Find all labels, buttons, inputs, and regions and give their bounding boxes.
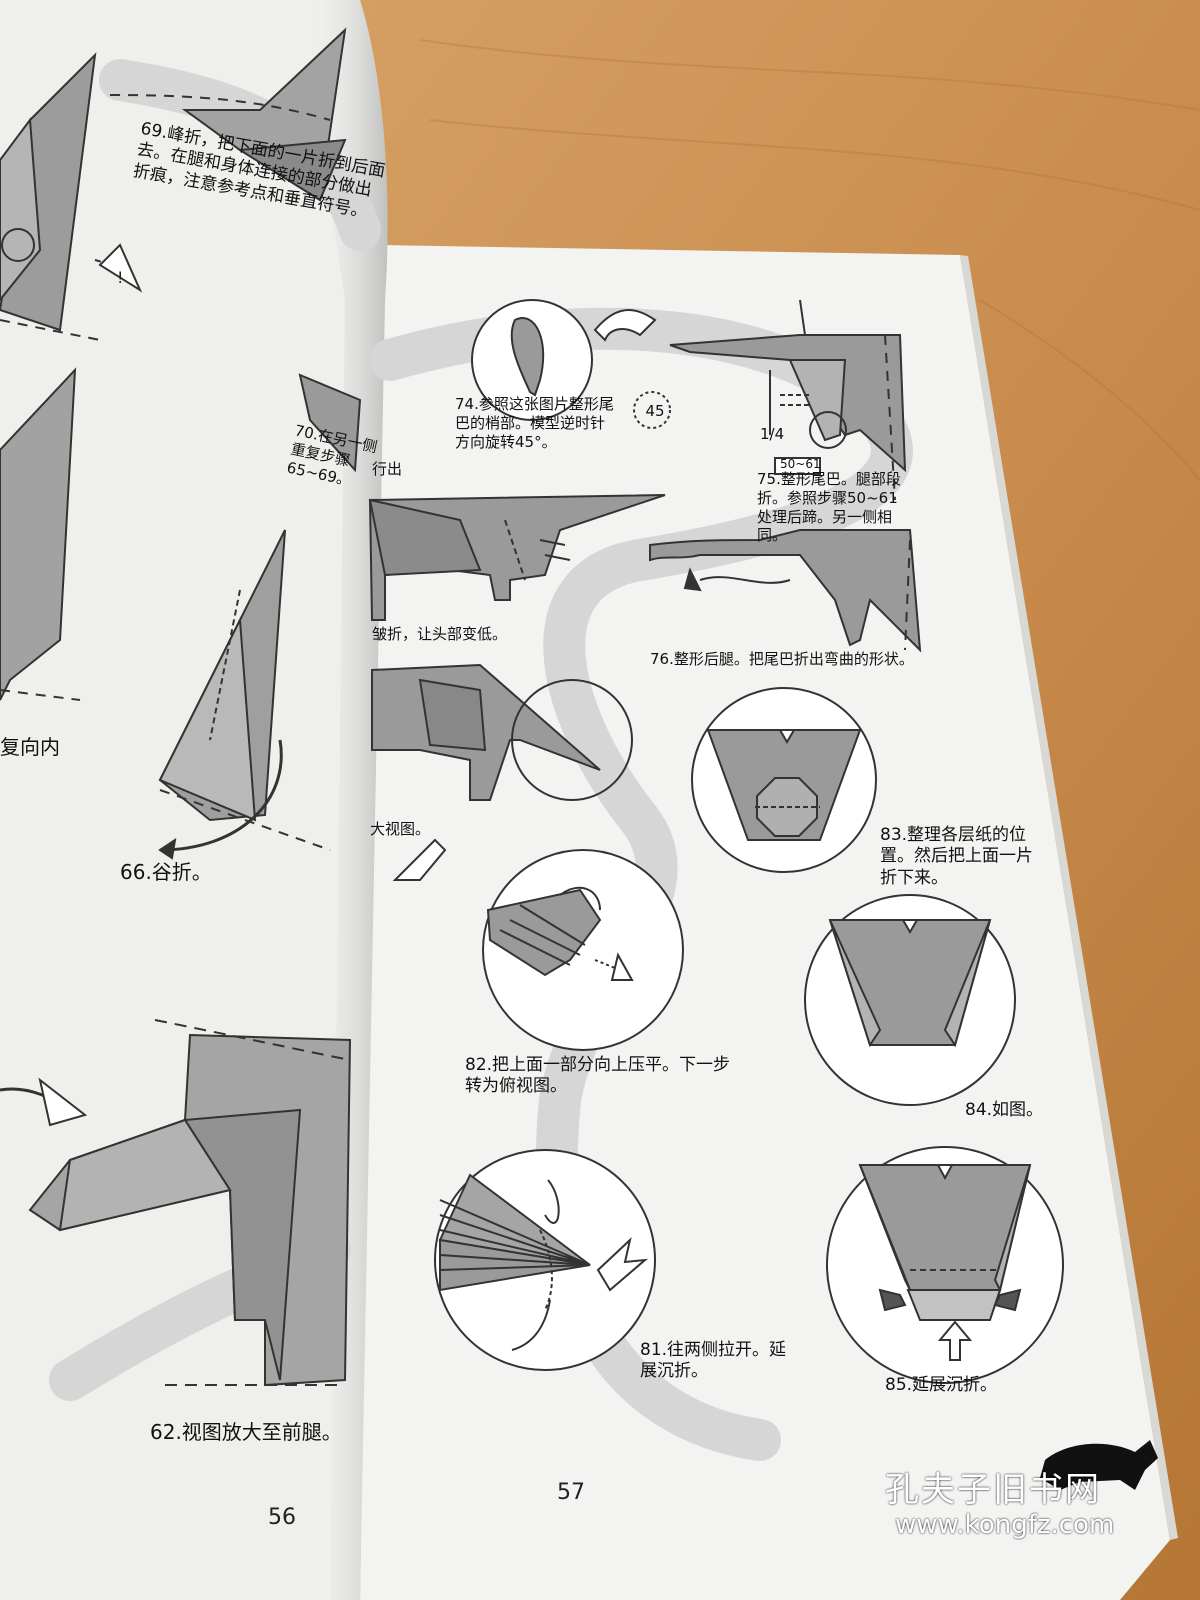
- left-diagrams: !: [0, 27, 362, 1387]
- fragment-71-caption: 行出: [372, 460, 403, 478]
- step-85-caption: 85.延展沉折。: [885, 1375, 998, 1395]
- watermark-logo-bull: [1040, 1440, 1158, 1490]
- right-page-number: 57: [557, 1480, 585, 1505]
- step-66-caption: 66.谷折。: [120, 860, 212, 884]
- reference-box-label: 50~61: [780, 457, 821, 471]
- right-diagrams: [368, 299, 1064, 1384]
- rotation-label: 45: [645, 402, 665, 420]
- step-62-caption: 62.视图放大至前腿。: [150, 1420, 342, 1444]
- step-82-caption: 82.把上面一部分向上压平。下一步转为俯视图。: [465, 1055, 731, 1097]
- step-84-caption: 84.如图。: [965, 1100, 1044, 1120]
- fragment-72-caption: 皱折，让头部变低。: [372, 625, 508, 643]
- step-74-caption: 74.参照这张图片整形尾巴的梢部。模型逆时针方向旋转45°。: [455, 395, 614, 451]
- left-fragment-caption: 复向内: [0, 735, 60, 759]
- step-83-caption: 83.整理各层纸的位置。然后把上面一片折下来。: [880, 825, 1033, 888]
- watermark-name: 孔夫子旧书网: [885, 1470, 1101, 1510]
- step-81-caption: 81.往两侧拉开。延展沉折。: [640, 1340, 787, 1382]
- step-75-caption: 75.整形尾巴。腿部段折。参照步骤50~61处理后蹄。另一侧相同。: [757, 470, 901, 545]
- watermark-url: www.kongfz.com: [895, 1510, 1115, 1540]
- step-76-caption: 76.整形后腿。把尾巴折出弯曲的形状。: [650, 650, 914, 668]
- fragment-73-caption: 大视图。: [370, 820, 431, 838]
- left-page-number: 56: [268, 1505, 296, 1530]
- svg-text:!: !: [117, 268, 123, 287]
- fraction-label: 1/4: [760, 425, 785, 443]
